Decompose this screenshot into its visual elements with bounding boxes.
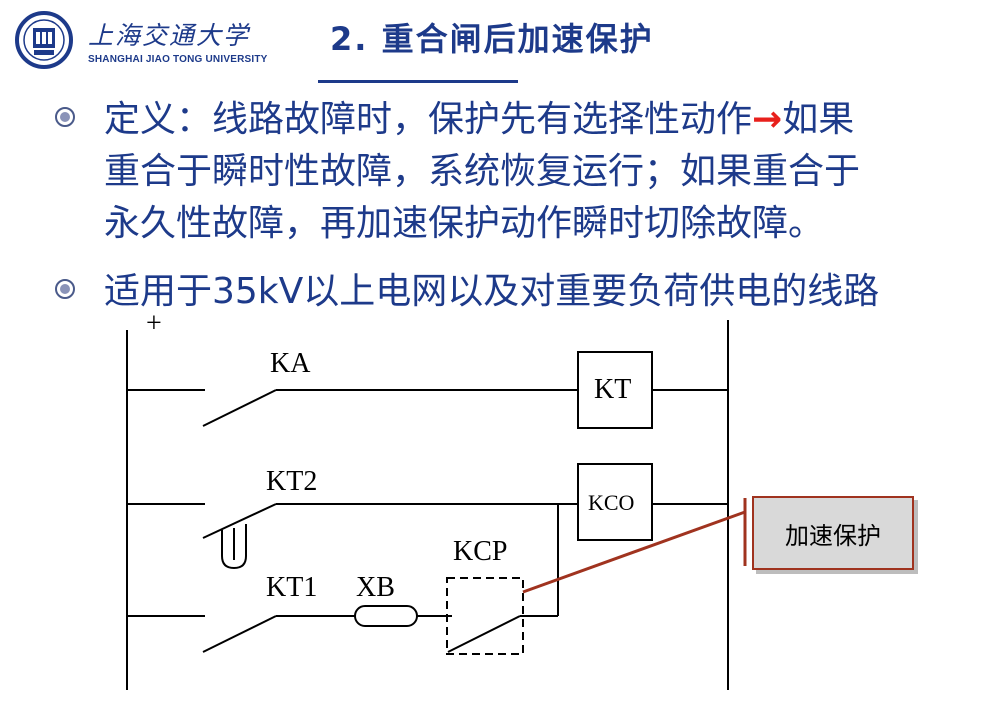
definition-line-2: 重合于瞬时性故障，系统恢复运行；如果重合于 — [104, 151, 861, 192]
definition-line-1: 定义：线路故障时，保护先有选择性动作→如果 — [104, 94, 854, 146]
logo-chinese-name: 上海交通大学 — [88, 21, 251, 50]
university-seal-icon — [15, 11, 73, 69]
definition-text-b: 如果 — [782, 99, 855, 140]
ka-contact — [202, 389, 277, 427]
kcp-label: KCP — [453, 536, 507, 567]
bullet-seal-icon — [55, 279, 75, 299]
bullet-seal-icon — [55, 107, 75, 127]
kt2-delay-symbol — [221, 524, 247, 570]
kt-label: KT — [594, 374, 631, 405]
kcp-contact — [447, 615, 521, 653]
university-logo: 上海交通大学 SHANGHAI JIAO TONG UNIVERSITY — [14, 10, 267, 70]
kt1-contact — [202, 615, 277, 653]
kco-label: KCO — [588, 490, 634, 515]
kcp-dashed-box — [446, 577, 524, 655]
title-underline — [318, 80, 518, 83]
red-arrow-icon: → — [752, 99, 783, 140]
kco-relay-box — [577, 463, 653, 541]
plus-label: + — [146, 308, 162, 339]
definition-text-a: 定义：线路故障时，保护先有选择性动作 — [104, 99, 753, 140]
accelerated-protection-callout: 加速保护 — [752, 496, 914, 570]
application-line: 适用于35kV以上电网以及对重要负荷供电的线路 — [104, 271, 880, 312]
logo-english-name: SHANGHAI JIAO TONG UNIVERSITY — [88, 54, 268, 65]
callout-connector — [522, 510, 746, 594]
ka-label: KA — [270, 348, 311, 379]
definition-line-3: 永久性故障，再加速保护动作瞬时切除故障。 — [104, 203, 825, 244]
xb-link — [354, 605, 418, 627]
kt2-label: KT2 — [266, 466, 317, 497]
xb-label: XB — [356, 572, 395, 603]
page-title: 2. 重合闸后加速保护 — [330, 20, 654, 58]
kt2-contact — [202, 503, 277, 539]
kt1-label: KT1 — [266, 572, 317, 603]
